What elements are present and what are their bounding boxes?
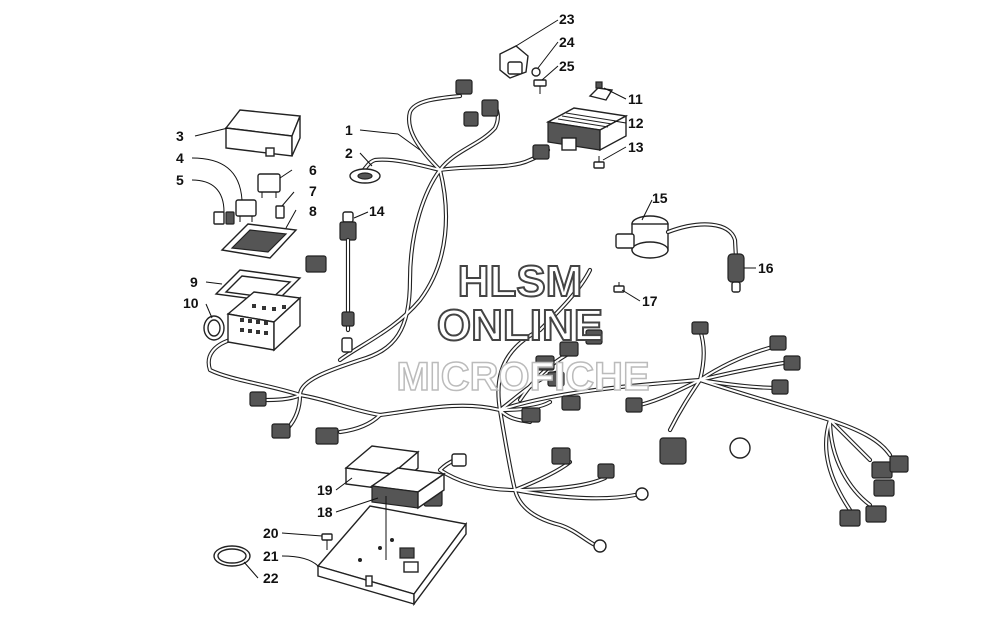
callout-1: 1 xyxy=(345,122,353,138)
connector xyxy=(839,509,861,527)
fuse-panel-label xyxy=(220,223,298,259)
connector xyxy=(271,423,291,439)
fuse-box-cover xyxy=(224,109,301,157)
connector xyxy=(659,437,687,465)
speed-sensor xyxy=(339,211,357,353)
starter-relay-bracket xyxy=(499,45,529,79)
connector xyxy=(305,255,327,273)
wiring-harness xyxy=(206,79,909,553)
connector xyxy=(873,479,895,497)
callout-numbers: 1 2 3 4 5 6 7 8 9 10 11 12 13 14 15 16 1… xyxy=(176,11,774,586)
callout-11: 11 xyxy=(628,91,643,107)
connector xyxy=(535,355,555,371)
connector xyxy=(451,453,467,467)
connector xyxy=(597,463,615,479)
connector xyxy=(561,395,581,411)
callout-15: 15 xyxy=(652,190,668,206)
callout-14: 14 xyxy=(369,203,385,219)
connector xyxy=(771,379,789,395)
fuse-small xyxy=(275,205,285,219)
nut-plate xyxy=(588,81,614,101)
fuse-box-body xyxy=(226,291,302,352)
connector xyxy=(871,461,893,479)
callout-17: 17 xyxy=(642,293,658,309)
callout-2: 2 xyxy=(345,145,353,161)
watermark-line2: ONLINE xyxy=(437,301,603,350)
callout-19: 19 xyxy=(317,482,333,498)
callout-16: 16 xyxy=(758,260,774,276)
connector xyxy=(585,329,603,345)
regulator-screw xyxy=(593,156,605,169)
connector xyxy=(547,371,565,387)
watermark-line1: HLSM xyxy=(458,257,583,306)
spark-plug-cap xyxy=(727,253,745,293)
callout-10: 10 xyxy=(183,295,199,311)
screw xyxy=(533,79,547,94)
watermark: HLSM ONLINE MICROFICHE xyxy=(396,256,651,400)
callout-5: 5 xyxy=(176,172,184,188)
connector xyxy=(691,321,709,335)
connector xyxy=(551,447,571,465)
callout-9: 9 xyxy=(190,274,198,290)
connector xyxy=(455,79,473,95)
connector xyxy=(532,144,550,160)
ecu-module xyxy=(370,467,446,510)
leader-lines xyxy=(191,19,756,579)
callout-6: 6 xyxy=(309,162,317,178)
mini-relay xyxy=(235,199,257,222)
connector xyxy=(559,341,579,357)
connector xyxy=(521,407,541,423)
connector xyxy=(249,391,267,407)
connector xyxy=(463,111,479,127)
harness-connectors xyxy=(249,79,909,553)
callout-13: 13 xyxy=(628,139,644,155)
connector xyxy=(889,455,909,473)
connector xyxy=(769,335,787,351)
connector xyxy=(625,397,643,413)
callout-4: 4 xyxy=(176,150,184,166)
fuse xyxy=(213,211,235,225)
mounting-plate xyxy=(316,505,468,607)
watermark-line3: MICROFICHE xyxy=(396,355,649,399)
callout-7: 7 xyxy=(309,183,317,199)
callout-23: 23 xyxy=(559,11,575,27)
connector xyxy=(315,427,339,445)
ring-terminal xyxy=(593,539,607,553)
ring-terminal xyxy=(635,487,649,501)
wire-clamp xyxy=(213,545,251,567)
round-plug xyxy=(729,437,751,459)
clamp-ring xyxy=(203,315,225,341)
connector xyxy=(481,99,499,117)
ignition-coil xyxy=(615,215,739,261)
callout-12: 12 xyxy=(628,115,644,131)
callout-21: 21 xyxy=(263,548,279,564)
connector xyxy=(865,505,887,523)
callout-3: 3 xyxy=(176,128,184,144)
callout-18: 18 xyxy=(317,504,333,520)
callout-8: 8 xyxy=(309,203,317,219)
connector xyxy=(783,355,801,371)
grommet xyxy=(349,168,381,184)
relay xyxy=(257,173,281,198)
coil-screw xyxy=(613,282,625,293)
voltage-regulator xyxy=(545,107,629,152)
washer xyxy=(531,67,541,77)
callout-24: 24 xyxy=(559,34,575,50)
callout-25: 25 xyxy=(559,58,575,74)
callout-20: 20 xyxy=(263,525,279,541)
mount-screw xyxy=(321,533,333,550)
callout-22: 22 xyxy=(263,570,279,586)
